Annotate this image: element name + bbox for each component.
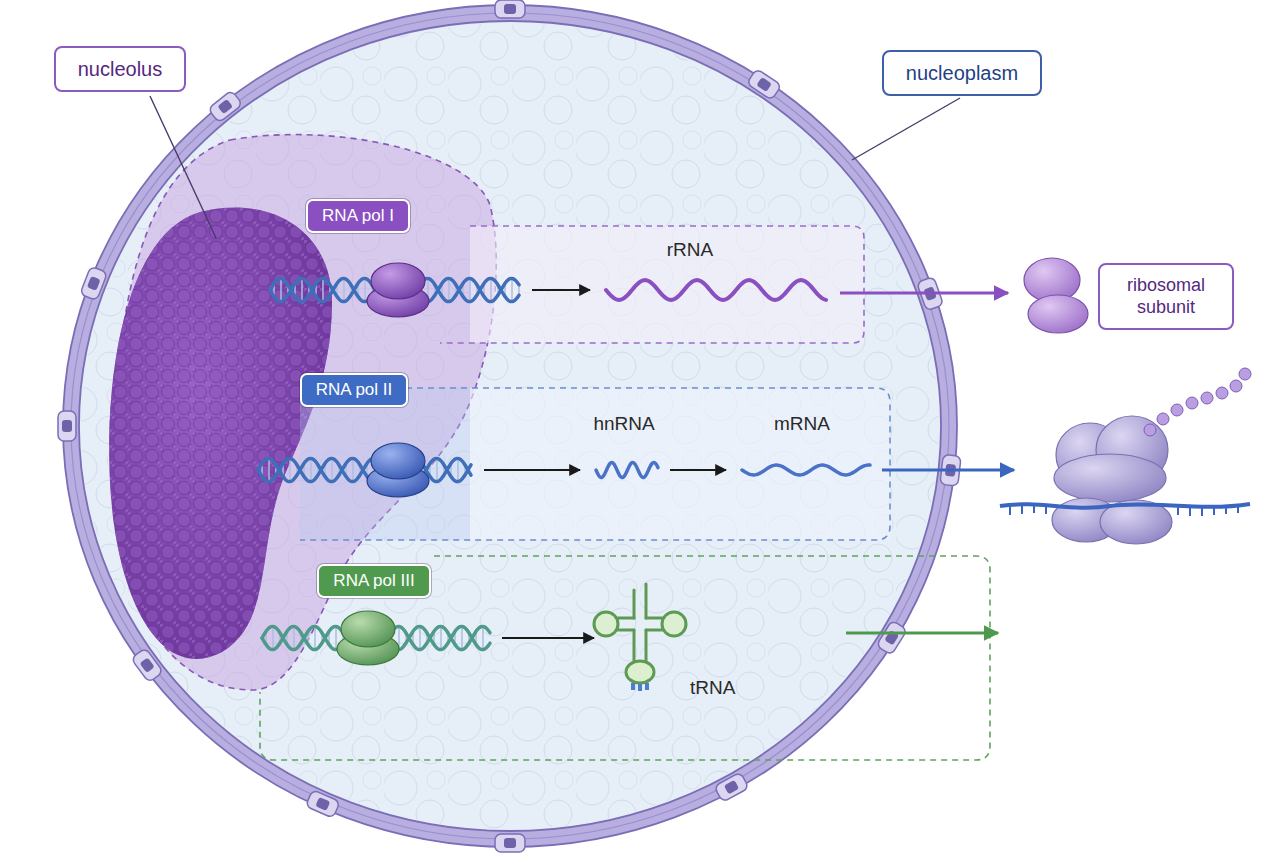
pathway-bands (260, 226, 990, 760)
molecule-label: hnRNA (593, 413, 654, 436)
nuclear-pore (495, 0, 525, 18)
callout-box: ribosomal subunit (1098, 263, 1234, 330)
nuclear-pore (747, 69, 782, 101)
node-text: RNA pol I (322, 206, 394, 226)
node-text: nucleolus (78, 57, 163, 81)
nuclear-pore (495, 834, 525, 852)
nuclear-pores (58, 0, 961, 852)
nuclear-pore (131, 648, 163, 683)
nuclear-pore (714, 772, 749, 802)
polymerase-badge: RNA pol II (300, 373, 409, 407)
rna-polymerase (367, 443, 429, 497)
process-arrow (484, 290, 1014, 638)
ribosomal-subunit-icon (1024, 258, 1088, 333)
rna-strand (742, 465, 870, 475)
rna-strand (606, 280, 826, 300)
polymerase-badge: RNA pol I (306, 199, 410, 233)
node-text: nucleoplasm (906, 61, 1018, 85)
nuclear-envelope (63, 5, 957, 847)
callout-box: nucleolus (54, 46, 187, 92)
rna-polymerase (367, 263, 429, 317)
rna-polymerase (337, 611, 399, 665)
molecule-label: tRNA (690, 677, 735, 700)
polymerase-badge: RNA pol III (317, 564, 430, 598)
molecule-label: rRNA (667, 239, 713, 262)
rna-strand (596, 462, 658, 477)
molecules (258, 263, 870, 665)
leader-line (150, 96, 960, 238)
nuclear-pore (305, 790, 340, 819)
nuclear-pore (208, 90, 243, 123)
node-text: RNA pol III (333, 571, 414, 591)
node-text: RNA pol II (316, 380, 393, 400)
trna-cloverleaf (594, 584, 686, 691)
translating-ribosome (1000, 368, 1251, 544)
nuclear-pore (58, 411, 76, 441)
nucleolus-region (109, 135, 496, 690)
nuclear-pore (876, 620, 907, 655)
node-text: ribosomal subunit (1110, 274, 1222, 319)
molecule-label: mRNA (774, 413, 830, 436)
callout-box: nucleoplasm (882, 50, 1042, 96)
dna-helix (258, 458, 471, 482)
nuclear-pore (80, 266, 108, 300)
